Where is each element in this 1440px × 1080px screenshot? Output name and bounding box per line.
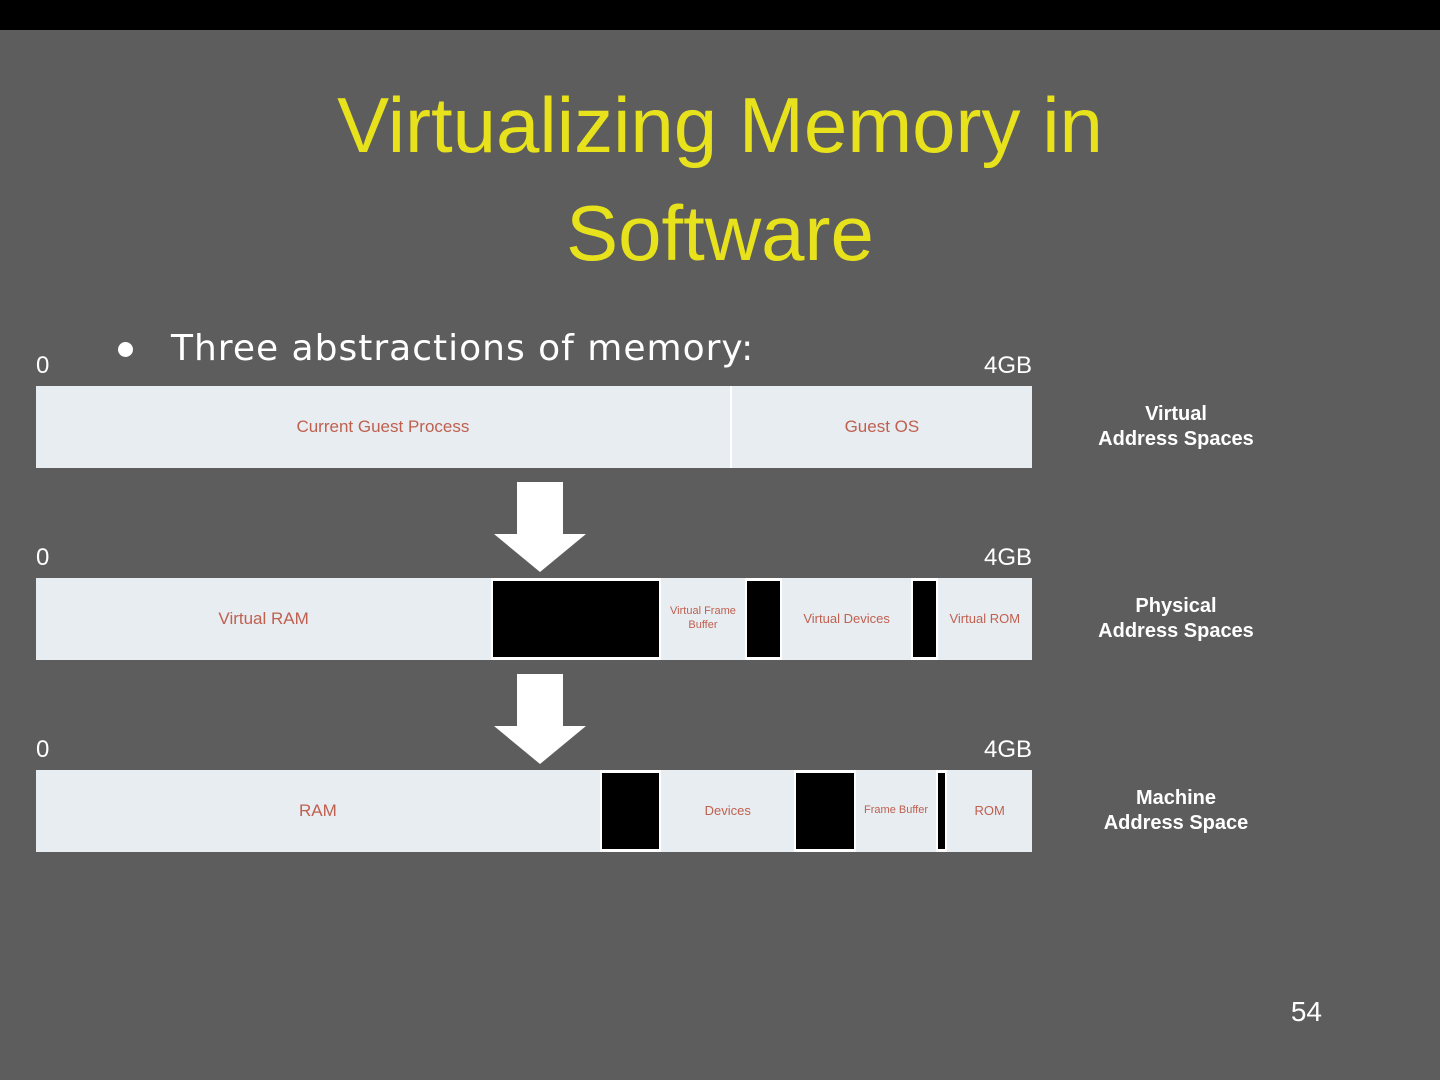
memory-segment-label: Current Guest Process — [296, 417, 470, 436]
memory-segment-label: Frame Buffer — [864, 804, 929, 817]
memory-segment: Frame Buffer — [855, 770, 937, 852]
memory-segment: Current Guest Process — [36, 386, 730, 468]
bullet-text: Three abstractions of memory: — [171, 328, 755, 369]
address-scale: 0 4GB — [36, 736, 1032, 765]
black-block-segment — [912, 578, 936, 660]
machine-address-space-row: 0 4GB RAM Devices Frame Buffer ROM Machine … — [0, 736, 1440, 866]
virtual-address-spaces-label: Virtual Address Spaces — [1098, 403, 1254, 450]
black-block-segment — [938, 770, 946, 852]
memory-segment-label: Virtual Devices — [803, 610, 890, 626]
memory-segment-label: Guest OS — [844, 417, 920, 436]
physical-address-bar: Virtual RAM Virtual Frame Buffer Virtual D… — [36, 578, 1032, 660]
memory-segment: Devices — [661, 770, 794, 852]
black-block-segment — [493, 578, 660, 660]
memory-segment-label: RAM — [298, 801, 337, 820]
memory-segment-label: Virtual ROM — [949, 610, 1021, 626]
memory-segment-label: ROM — [974, 802, 1005, 818]
memory-segment: RAM — [36, 770, 600, 852]
virtual-address-spaces-row: 0 4GB Current Guest Process Guest OS Virt… — [0, 352, 1440, 482]
black-block-segment — [795, 770, 854, 852]
memory-segment: ROM — [947, 770, 1032, 852]
memory-segment: Virtual RAM — [36, 578, 492, 660]
scale-zero-label: 0 — [36, 736, 50, 763]
top-bar — [0, 0, 1440, 30]
memory-segment: Virtual Devices — [782, 578, 911, 660]
address-scale: 0 4GB — [36, 544, 1032, 573]
down-arrow-icon — [494, 482, 586, 572]
machine-address-bar: RAM Devices Frame Buffer ROM — [36, 770, 1032, 852]
slide-title: Virtualizing Memory in Software — [337, 81, 1103, 277]
scale-zero-label: 0 — [36, 352, 50, 379]
down-arrow-icon — [494, 674, 586, 764]
black-block-segment — [746, 578, 781, 660]
scale-4gb-label: 4GB — [983, 352, 1032, 379]
memory-segment-label: Virtual Frame Buffer — [670, 605, 736, 631]
virtual-address-bar: Current Guest Process Guest OS — [36, 386, 1032, 468]
scale-4gb-label: 4GB — [983, 544, 1032, 571]
machine-address-space-label: Machine Address Space — [1103, 787, 1249, 834]
memory-segment-label: Virtual RAM — [218, 609, 309, 628]
address-scale: 0 4GB — [36, 352, 1032, 381]
bullet-row: Three abstractions of memory: — [118, 328, 754, 369]
memory-segment: Virtual Frame Buffer — [661, 578, 745, 660]
memory-segment-label: Devices — [704, 802, 751, 818]
memory-segment: Guest OS — [731, 386, 1032, 468]
bullet-icon — [118, 342, 133, 357]
physical-address-spaces-label: Physical Address Spaces — [1098, 595, 1254, 642]
scale-zero-label: 0 — [36, 544, 50, 571]
black-block-segment — [601, 770, 660, 852]
page-number: 54 — [1290, 996, 1322, 1027]
scale-4gb-label: 4GB — [983, 736, 1032, 763]
memory-segment: Virtual ROM — [937, 578, 1032, 660]
